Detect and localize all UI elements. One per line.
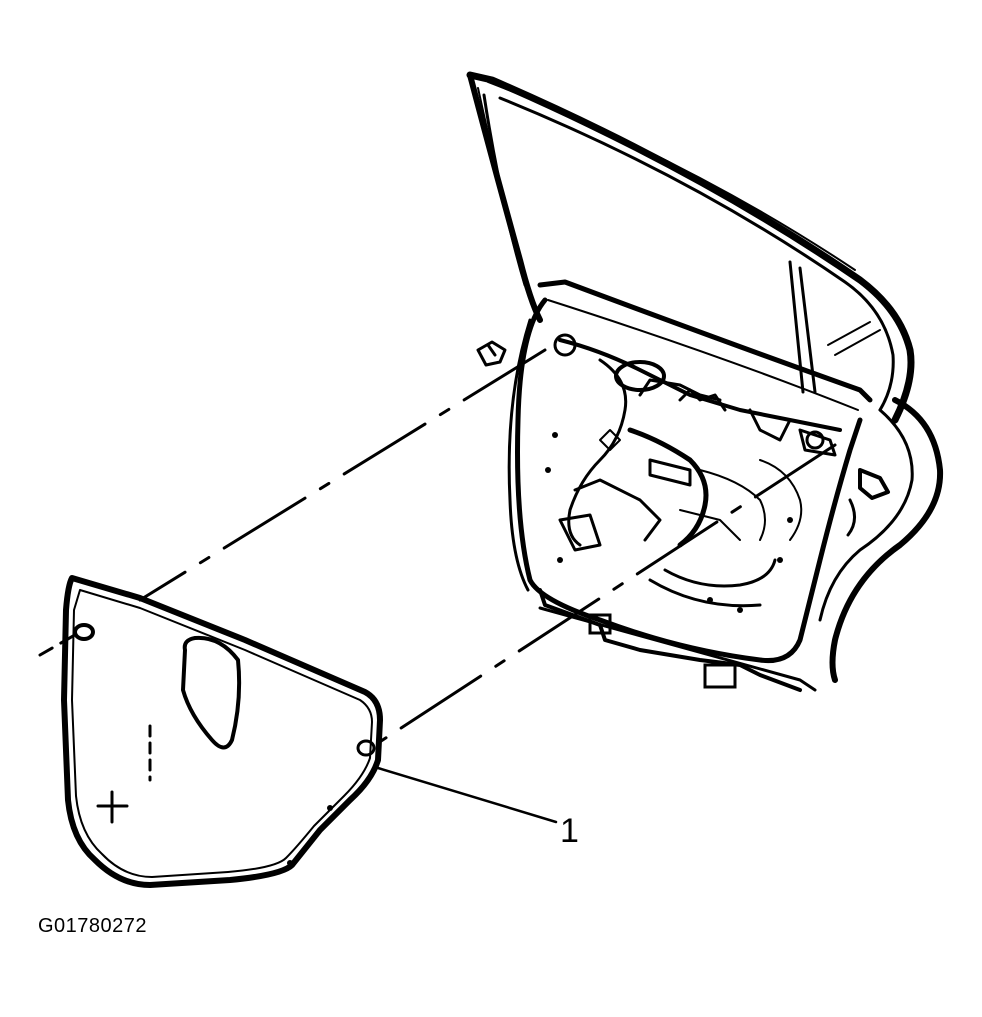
window-frame-inner xyxy=(482,93,895,412)
door-latch xyxy=(858,468,890,500)
door-belt-line xyxy=(537,279,873,403)
door-belt-line-inner xyxy=(547,299,859,411)
figure-id: G01780272 xyxy=(38,915,148,937)
window-frame-outer xyxy=(466,71,915,424)
window-frame-seam xyxy=(477,81,856,291)
callout-1-label: 1 xyxy=(560,812,579,850)
door-latch-mount xyxy=(846,498,856,537)
alignment-line-upper xyxy=(138,348,547,602)
deflector-outline xyxy=(61,575,383,888)
deflector-hole-upper xyxy=(73,623,95,641)
door-lower-flange xyxy=(538,588,802,692)
door-lower-bracket-1 xyxy=(588,613,612,635)
deflector-inner-edge xyxy=(71,589,373,878)
glass-reflection xyxy=(827,321,881,356)
deflector-bump-2 xyxy=(287,860,293,866)
door-hinge-clip xyxy=(476,340,507,367)
door-rear-edge-inner xyxy=(818,408,914,622)
door-inner-panel-edge xyxy=(507,318,817,692)
door-lower-bracket-2 xyxy=(703,663,737,689)
door-inner-panel xyxy=(515,297,863,664)
door-panel-holes xyxy=(545,432,793,613)
rear-door-assembly xyxy=(466,71,944,692)
deflector-cutout xyxy=(181,635,242,750)
door-rear-edge xyxy=(829,397,944,683)
alignment-line-lower xyxy=(373,443,837,747)
deflector-plus-mark xyxy=(96,790,129,824)
deflector-bump-1 xyxy=(327,805,333,811)
callout-1-leader xyxy=(376,766,558,824)
water-deflector xyxy=(61,575,383,888)
deflector-hole-right xyxy=(356,739,376,757)
window-regulator xyxy=(553,333,842,552)
